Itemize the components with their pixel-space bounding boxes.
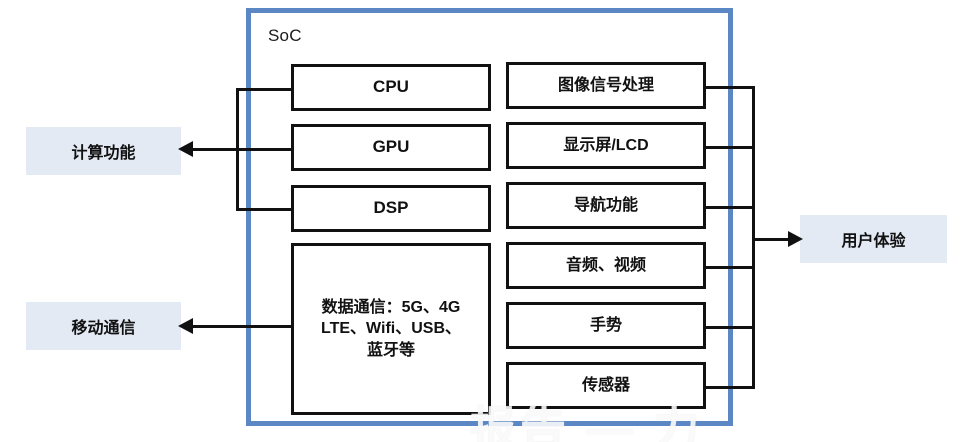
block-navigation: 导航功能 bbox=[506, 182, 706, 229]
connector-gesture-stub bbox=[703, 326, 755, 329]
block-gpu: GPU bbox=[291, 124, 491, 171]
block-dsp: DSP bbox=[291, 185, 491, 232]
block-sensor-label: 传感器 bbox=[581, 376, 630, 394]
connector-sensor-stub bbox=[703, 386, 755, 389]
block-display-lcd-label: 显示屏/LCD bbox=[563, 136, 649, 154]
connector-image-signal-processing-stub bbox=[703, 86, 755, 89]
block-audio-video-label: 音频、视频 bbox=[565, 256, 646, 274]
block-cpu: CPU bbox=[291, 64, 491, 111]
arrow-mobile-communication bbox=[178, 318, 193, 334]
connector-dsp-stub bbox=[236, 208, 294, 211]
tag-user-experience-label: 用户体验 bbox=[841, 233, 906, 250]
connector-cpu-stub bbox=[236, 88, 294, 91]
connector-compute-to-tag bbox=[187, 148, 239, 151]
block-dsp-label: DSP bbox=[373, 198, 409, 218]
block-image-signal-processing-label: 图像信号处理 bbox=[557, 76, 654, 94]
tag-compute-function: 计算功能 bbox=[26, 127, 181, 175]
block-image-signal-processing: 图像信号处理 bbox=[506, 62, 706, 109]
connector-feature-bus bbox=[752, 86, 755, 389]
block-display-lcd: 显示屏/LCD bbox=[506, 122, 706, 169]
connector-display-lcd-stub bbox=[703, 146, 755, 149]
block-data-communication: 数据通信：5G、4G LTE、Wifi、USB、 蓝牙等 bbox=[291, 243, 491, 415]
block-gesture: 手势 bbox=[506, 302, 706, 349]
connector-data-comm-to-tag bbox=[187, 325, 294, 328]
block-navigation-label: 导航功能 bbox=[573, 196, 638, 214]
tag-mobile-communication: 移动通信 bbox=[26, 302, 181, 350]
block-gpu-label: GPU bbox=[372, 137, 410, 157]
block-sensor: 传感器 bbox=[506, 362, 706, 409]
connector-audio-video-stub bbox=[703, 266, 755, 269]
soc-container bbox=[246, 8, 733, 426]
block-gesture-label: 手势 bbox=[589, 316, 622, 334]
tag-mobile-communication-label: 移动通信 bbox=[71, 320, 136, 337]
soc-title: SoC bbox=[268, 26, 302, 45]
arrow-user-experience bbox=[788, 231, 803, 247]
block-data-communication-line-1: 数据通信：5G、4G bbox=[321, 298, 461, 316]
connector-feature-to-tag bbox=[752, 238, 793, 241]
block-cpu-label: CPU bbox=[373, 77, 409, 97]
connector-gpu-stub bbox=[236, 148, 294, 151]
block-audio-video: 音频、视频 bbox=[506, 242, 706, 289]
connector-navigation-stub bbox=[703, 206, 755, 209]
arrow-compute-function bbox=[178, 141, 193, 157]
block-data-communication-line-2: LTE、Wifi、USB、 bbox=[321, 320, 461, 338]
tag-user-experience: 用户体验 bbox=[800, 215, 947, 263]
block-data-communication-line-3: 蓝牙等 bbox=[366, 341, 415, 359]
tag-compute-function-label: 计算功能 bbox=[71, 145, 136, 162]
